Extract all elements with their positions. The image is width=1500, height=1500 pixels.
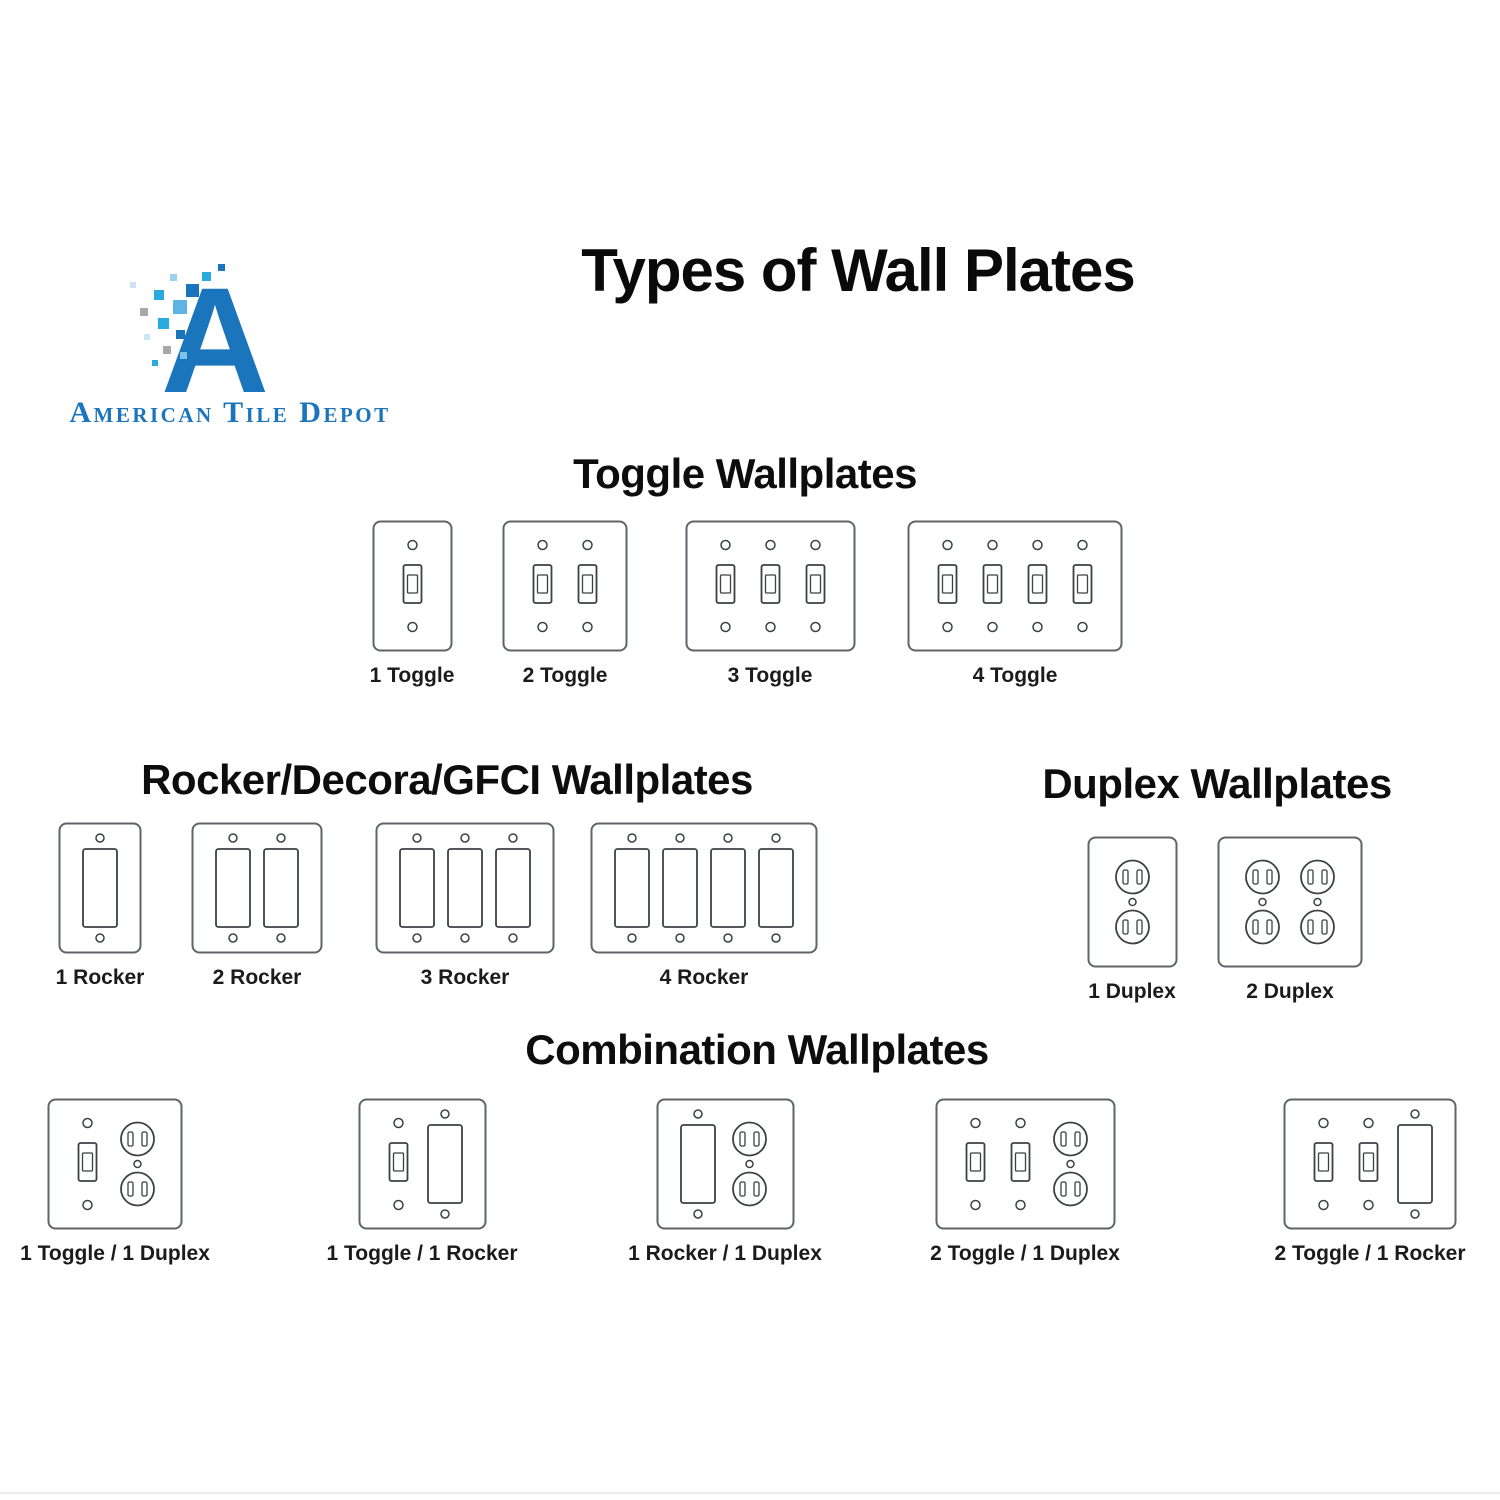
- wallplate-1-toggle: 1 Toggle: [370, 520, 454, 687]
- brand-logo: A: [130, 256, 269, 400]
- brand-name: American Tile Depot: [69, 396, 391, 429]
- plate-label: 2 Toggle / 1 Rocker: [1274, 1242, 1466, 1265]
- wallplate-figure: [375, 822, 555, 954]
- plate-label: 1 Rocker / 1 Duplex: [628, 1242, 822, 1265]
- wallplate-figure: [1283, 1098, 1457, 1230]
- plate-label: 2 Rocker: [212, 966, 302, 989]
- plate-label: 2 Toggle / 1 Duplex: [930, 1242, 1120, 1265]
- plate-label: 1 Duplex: [1088, 980, 1176, 1003]
- wallplate-figure: [47, 1098, 183, 1230]
- wallplate-figure: [935, 1098, 1115, 1230]
- wallplate-figure: [1087, 836, 1177, 968]
- wallplate-2-rocker: 2 Rocker: [191, 822, 323, 989]
- wallplate-figure: [1217, 836, 1363, 968]
- logo-mosaic-pixels: [130, 264, 225, 366]
- plate-label: 4 Toggle: [972, 664, 1058, 687]
- wallplate-3-toggle: 3 Toggle: [685, 520, 856, 687]
- wallplate-1-toggle-1-duplex: 1 Toggle / 1 Duplex: [20, 1098, 210, 1265]
- plate-label: 2 Toggle: [522, 664, 608, 687]
- plate-label: 3 Rocker: [420, 966, 510, 989]
- plate-label: 3 Toggle: [727, 664, 813, 687]
- logo-letter-a: A: [161, 256, 269, 400]
- wallplate-figure: [590, 822, 818, 954]
- wallplate-1-toggle-1-rocker: 1 Toggle / 1 Rocker: [327, 1098, 518, 1265]
- wallplate-4-toggle: 4 Toggle: [907, 520, 1123, 687]
- section-heading-toggle: Toggle Wallplates: [573, 450, 917, 497]
- wallplate-2-toggle-1-duplex: 2 Toggle / 1 Duplex: [930, 1098, 1120, 1265]
- wallplate-figure: [58, 822, 142, 954]
- wallplate-2-duplex: 2 Duplex: [1217, 836, 1363, 1003]
- page-title: Types of Wall Plates: [581, 237, 1135, 304]
- wallplate-figure: [372, 520, 452, 652]
- wallplate-4-rocker: 4 Rocker: [590, 822, 818, 989]
- plate-label: 1 Toggle / 1 Rocker: [326, 1242, 518, 1265]
- wallplate-2-toggle-1-rocker: 2 Toggle / 1 Rocker: [1275, 1098, 1466, 1265]
- wallplate-figure: [358, 1098, 486, 1230]
- wallplate-3-rocker: 3 Rocker: [375, 822, 555, 989]
- wallplate-figure: [191, 822, 323, 954]
- section-heading-combination: Combination Wallplates: [525, 1026, 989, 1073]
- wallplate-figure: [502, 520, 628, 652]
- section-heading-duplex: Duplex Wallplates: [1042, 760, 1392, 807]
- bottom-divider: [0, 1492, 1500, 1494]
- wallplate-figure: [685, 520, 855, 652]
- plate-label: 2 Duplex: [1246, 980, 1334, 1003]
- wallplate-1-rocker-1-duplex: 1 Rocker / 1 Duplex: [628, 1098, 822, 1265]
- wallplate-1-duplex: 1 Duplex: [1087, 836, 1178, 1003]
- plate-label: 1 Toggle / 1 Duplex: [20, 1242, 210, 1265]
- section-heading-rocker: Rocker/Decora/GFCI Wallplates: [141, 756, 753, 803]
- plate-label: 4 Rocker: [659, 966, 749, 989]
- wallplate-figure: [907, 520, 1123, 652]
- plate-label: 1 Toggle: [369, 664, 455, 687]
- wallplate-1-rocker: 1 Rocker: [56, 822, 144, 989]
- wallplate-2-toggle: 2 Toggle: [502, 520, 628, 687]
- wallplate-figure: [656, 1098, 794, 1230]
- plate-label: 1 Rocker: [55, 966, 145, 989]
